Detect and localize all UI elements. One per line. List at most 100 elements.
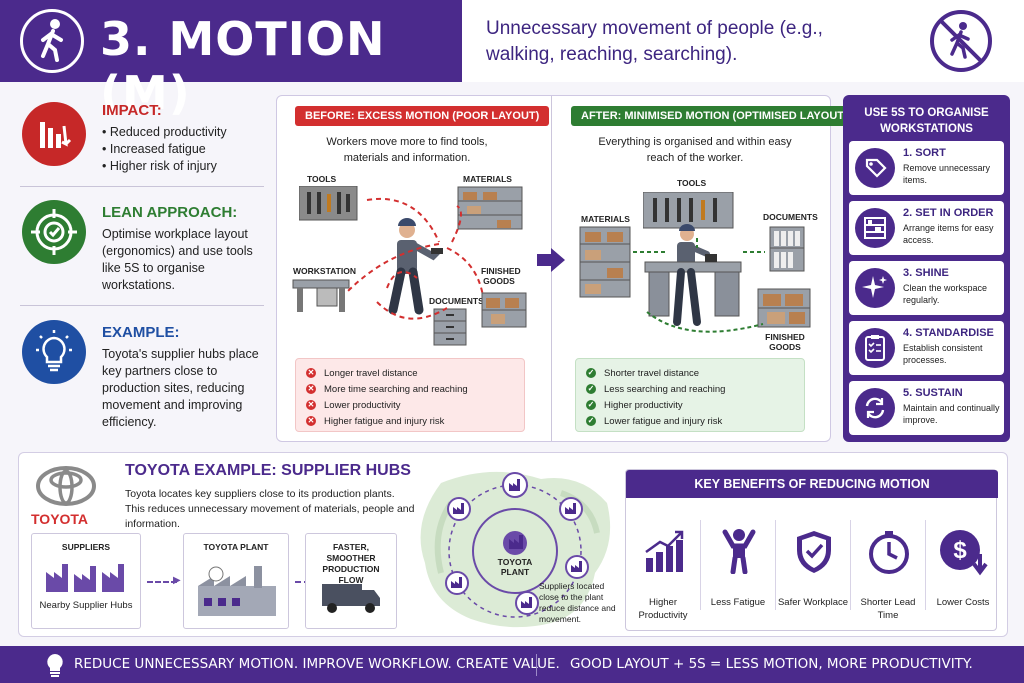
rising-bars-icon [645, 530, 684, 572]
tool-board-icon [299, 186, 358, 221]
toyota-description: Toyota locates key suppliers close to it… [125, 488, 415, 530]
list-item: ✕Higher fatigue and injury risk [306, 415, 445, 427]
toyota-plant-title: TOYOTA PLANT [203, 542, 269, 552]
arrow-right-icon [537, 248, 565, 272]
walking-person-icon [20, 9, 84, 73]
clipboard-icon [855, 328, 895, 368]
after-tag: AFTER: MINIMISED MOTION (OPTIMISED LAYOU… [571, 106, 858, 126]
impact-title: IMPACT: [102, 102, 162, 119]
target-icon [22, 200, 86, 264]
before-tag: BEFORE: EXCESS MOTION (POOR LAYOUT) [295, 106, 550, 126]
footer: REDUCE UNNECESSARY MOTION. IMPROVE WORKF… [0, 646, 1024, 683]
finished-goods-label: FINISHED GOODS [765, 332, 805, 352]
benefits-box: KEY BENEFITS OF REDUCING MOTION Higher P… [625, 469, 1000, 631]
toyota-logo [36, 466, 96, 506]
check-icon: ✓ [586, 416, 596, 426]
footer-right-text: GOOD LAYOUT + 5S = LESS MOTION, MORE PRO… [570, 656, 973, 672]
list-item: ✓Less searching and reaching [586, 383, 726, 395]
example-section: EXAMPLE: Toyota's supplier hubs place ke… [20, 316, 265, 429]
five-s-item-text: Remove unnecessary items. [903, 163, 991, 185]
workstation-icon [292, 279, 350, 312]
five-s-title: USE 5S TO ORGANISE WORKSTATIONS [864, 107, 989, 135]
supplier-map [420, 471, 611, 628]
benefit-item: Less Fatigue [701, 506, 775, 626]
benefit-label: Safer Workplace [777, 597, 849, 608]
documents-label: DOCUMENTS [763, 212, 818, 222]
arrow-head-icon: ▶ [173, 575, 181, 586]
finished-goods-rack-icon [481, 292, 527, 328]
after-description: Everything is organised and within easy … [598, 136, 792, 164]
benefit-label: Higher Productivity [638, 597, 688, 621]
factories-icon [46, 564, 124, 592]
suppliers-caption: Nearby Supplier Hubs [39, 600, 133, 611]
x-icon: ✕ [306, 400, 316, 410]
person-arms-up-icon [722, 529, 756, 574]
benefit-item: Higher Productivity [626, 506, 700, 626]
page-title: 3. MOTION (M) [100, 12, 386, 120]
benefit-item: Shorter Lead Time [851, 506, 925, 626]
five-s-item-text: Clean the workspace regularly. [903, 283, 988, 305]
finished-goods-rack-icon [757, 288, 811, 328]
check-icon: ✓ [586, 368, 596, 378]
flow-arrow [147, 581, 177, 583]
before-after-panel: BEFORE: EXCESS MOTION (POOR LAYOUT) Work… [276, 95, 858, 442]
benefit-label: Lower Costs [936, 597, 990, 608]
list-item: ✓Higher productivity [586, 399, 683, 411]
header-title-band: 3. MOTION (M) [0, 0, 462, 120]
five-s-item-title: 3. SHINE [903, 267, 949, 279]
worker-at-desk-icon [644, 224, 742, 326]
toyota-title: TOYOTA EXAMPLE: SUPPLIER HUBS [125, 462, 411, 479]
benefits-title: KEY BENEFITS OF REDUCING MOTION [626, 470, 998, 498]
five-s-item-title: 2. SET IN ORDER [903, 207, 994, 219]
shield-check-icon [797, 531, 831, 573]
five-s-panel: USE 5S TO ORGANISE WORKSTATIONS 1. SORT … [843, 95, 1010, 442]
five-s-item: 5. SUSTAIN Maintain and continually impr… [849, 381, 1004, 435]
short-motion-arrows [633, 238, 765, 333]
shelves-icon [855, 208, 895, 248]
page-subtitle: Unnecessary movement of people (e.g., wa… [486, 18, 823, 65]
example-text: Toyota's supplier hubs place key partner… [102, 347, 259, 429]
list-item: ✕Longer travel distance [306, 367, 418, 379]
five-s-item: 2. SET IN ORDER Arrange items for easy a… [849, 201, 1004, 255]
impact-list: • Reduced productivity • Increased fatig… [102, 124, 227, 175]
suppliers-box: SUPPLIERS Nearby Supplier Hubs [31, 533, 141, 629]
five-s-item-text: Maintain and continually improve. [903, 403, 1000, 425]
cycle-arrows-icon [855, 388, 895, 428]
lean-approach-section: LEAN APPROACH: Optimise workplace layout… [20, 196, 265, 296]
benefit-item: $ Lower Costs [926, 506, 1000, 626]
benefit-item: Safer Workplace [776, 506, 850, 626]
list-item: ✓Shorter travel distance [586, 367, 700, 379]
no-walking-icon [930, 10, 992, 72]
header: 3. MOTION (M) Unnecessary movement of pe… [0, 0, 1024, 120]
impact-section: IMPACT: • Reduced productivity • Increas… [20, 96, 265, 182]
list-item: • Higher risk of injury [102, 159, 217, 173]
example-title: EXAMPLE: [102, 324, 180, 341]
before-checklist: ✕Longer travel distance ✕More time searc… [295, 358, 525, 432]
five-s-item: 3. SHINE Clean the workspace regularly. [849, 261, 1004, 315]
materials-label: MATERIALS [581, 214, 630, 224]
list-item: • Reduced productivity [102, 125, 227, 139]
five-s-item: 4. STANDARDISE Establish consistent proc… [849, 321, 1004, 375]
benefit-label: Shorter Lead Time [860, 597, 916, 621]
divider [925, 520, 926, 610]
workstation-label: WORKSTATION [293, 266, 356, 276]
list-item: ✓Lower fatigue and injury risk [586, 415, 723, 427]
materials-label: MATERIALS [463, 174, 512, 184]
divider [536, 654, 537, 676]
document-binders-icon [769, 226, 805, 272]
check-icon: ✓ [586, 384, 596, 394]
plant-icon [198, 566, 276, 616]
after-checklist: ✓Shorter travel distance ✓Less searching… [575, 358, 805, 432]
map-note: Suppliers located close to the plant red… [539, 581, 616, 624]
five-s-item-title: 1. SORT [903, 147, 946, 159]
list-item: • Increased fatigue [102, 142, 206, 156]
clock-icon [869, 531, 909, 574]
svg-text:$: $ [953, 537, 967, 564]
list-item: ✕Lower productivity [306, 399, 401, 411]
worker-icon [388, 218, 443, 315]
toyota-plant-box: TOYOTA PLANT [183, 533, 289, 629]
motion-arrows [347, 197, 484, 320]
tools-label: TOOLS [677, 178, 707, 188]
sparkle-icon [855, 268, 895, 308]
five-s-item-title: 5. SUSTAIN [903, 387, 963, 399]
